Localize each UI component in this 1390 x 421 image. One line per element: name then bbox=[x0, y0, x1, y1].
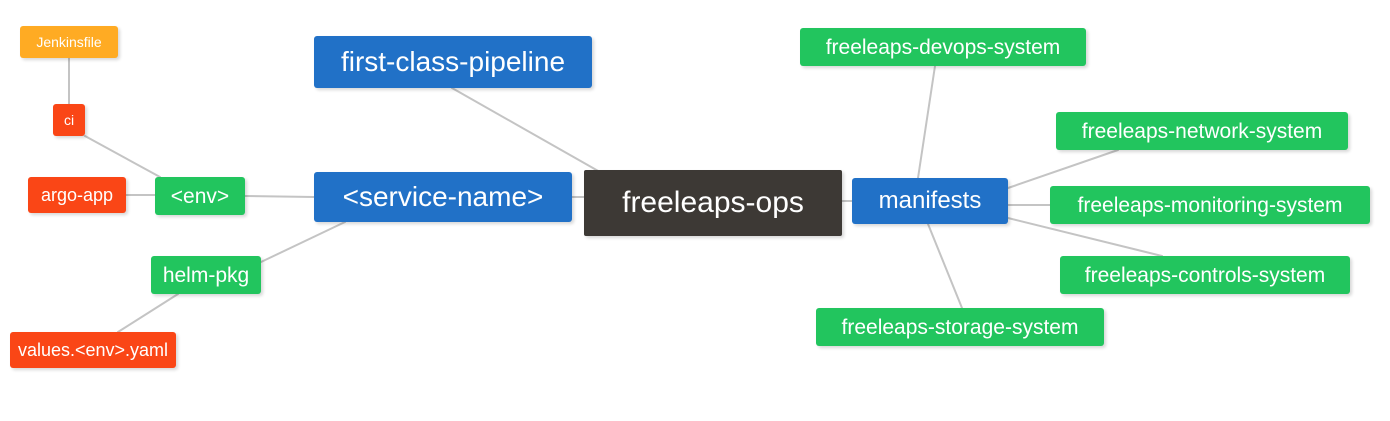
node-label-env: <env> bbox=[170, 184, 230, 208]
mindmap-node-devops[interactable]: freeleaps-devops-system bbox=[800, 28, 1086, 66]
mindmap-node-root[interactable]: freeleaps-ops bbox=[584, 170, 842, 236]
node-label-argoapp: argo-app bbox=[40, 185, 114, 205]
mindmap-node-manifests[interactable]: manifests bbox=[852, 178, 1008, 224]
node-label-manifests: manifests bbox=[878, 187, 982, 214]
mindmap-node-jenkins[interactable]: Jenkinsfile bbox=[20, 26, 118, 58]
node-label-monitoring: freeleaps-monitoring-system bbox=[1077, 193, 1343, 217]
edge-valuesyaml-to-helmpkg bbox=[117, 293, 179, 333]
node-label-pipeline: first-class-pipeline bbox=[340, 46, 566, 77]
mindmap-node-pipeline[interactable]: first-class-pipeline bbox=[314, 36, 592, 88]
mindmap-node-network[interactable]: freeleaps-network-system bbox=[1056, 112, 1348, 150]
edge-pipeline-to-root bbox=[451, 87, 601, 173]
node-label-jenkins: Jenkinsfile bbox=[36, 34, 102, 50]
mindmap-node-ci[interactable]: ci bbox=[53, 104, 85, 136]
edge-env-to-service bbox=[244, 195, 315, 198]
mindmap-node-helmpkg[interactable]: helm-pkg bbox=[151, 256, 261, 294]
node-label-network: freeleaps-network-system bbox=[1081, 119, 1323, 143]
node-label-root: freeleaps-ops bbox=[622, 186, 804, 219]
edge-devops-to-manifests bbox=[917, 65, 936, 179]
edge-manifests-to-network bbox=[1007, 149, 1119, 189]
mindmap-node-controls[interactable]: freeleaps-controls-system bbox=[1060, 256, 1350, 294]
mindmap-node-valuesyaml[interactable]: values.<env>.yaml bbox=[10, 332, 176, 368]
node-label-storage: freeleaps-storage-system bbox=[841, 315, 1079, 339]
mindmap-node-monitoring[interactable]: freeleaps-monitoring-system bbox=[1050, 186, 1370, 224]
node-label-controls: freeleaps-controls-system bbox=[1084, 263, 1326, 287]
node-label-service: <service-name> bbox=[342, 181, 544, 212]
mindmap-node-env[interactable]: <env> bbox=[155, 177, 245, 215]
mindmap-node-storage[interactable]: freeleaps-storage-system bbox=[816, 308, 1104, 346]
mindmap-node-service[interactable]: <service-name> bbox=[314, 172, 572, 222]
edge-ci-to-env bbox=[84, 135, 161, 178]
node-label-ci: ci bbox=[63, 112, 75, 128]
mindmap-node-argoapp[interactable]: argo-app bbox=[28, 177, 126, 213]
edge-helmpkg-to-service bbox=[260, 221, 346, 263]
edge-manifests-to-storage bbox=[927, 223, 963, 309]
node-label-devops: freeleaps-devops-system bbox=[825, 35, 1061, 59]
node-label-helmpkg: helm-pkg bbox=[162, 263, 250, 287]
node-label-valuesyaml: values.<env>.yaml bbox=[17, 340, 169, 360]
